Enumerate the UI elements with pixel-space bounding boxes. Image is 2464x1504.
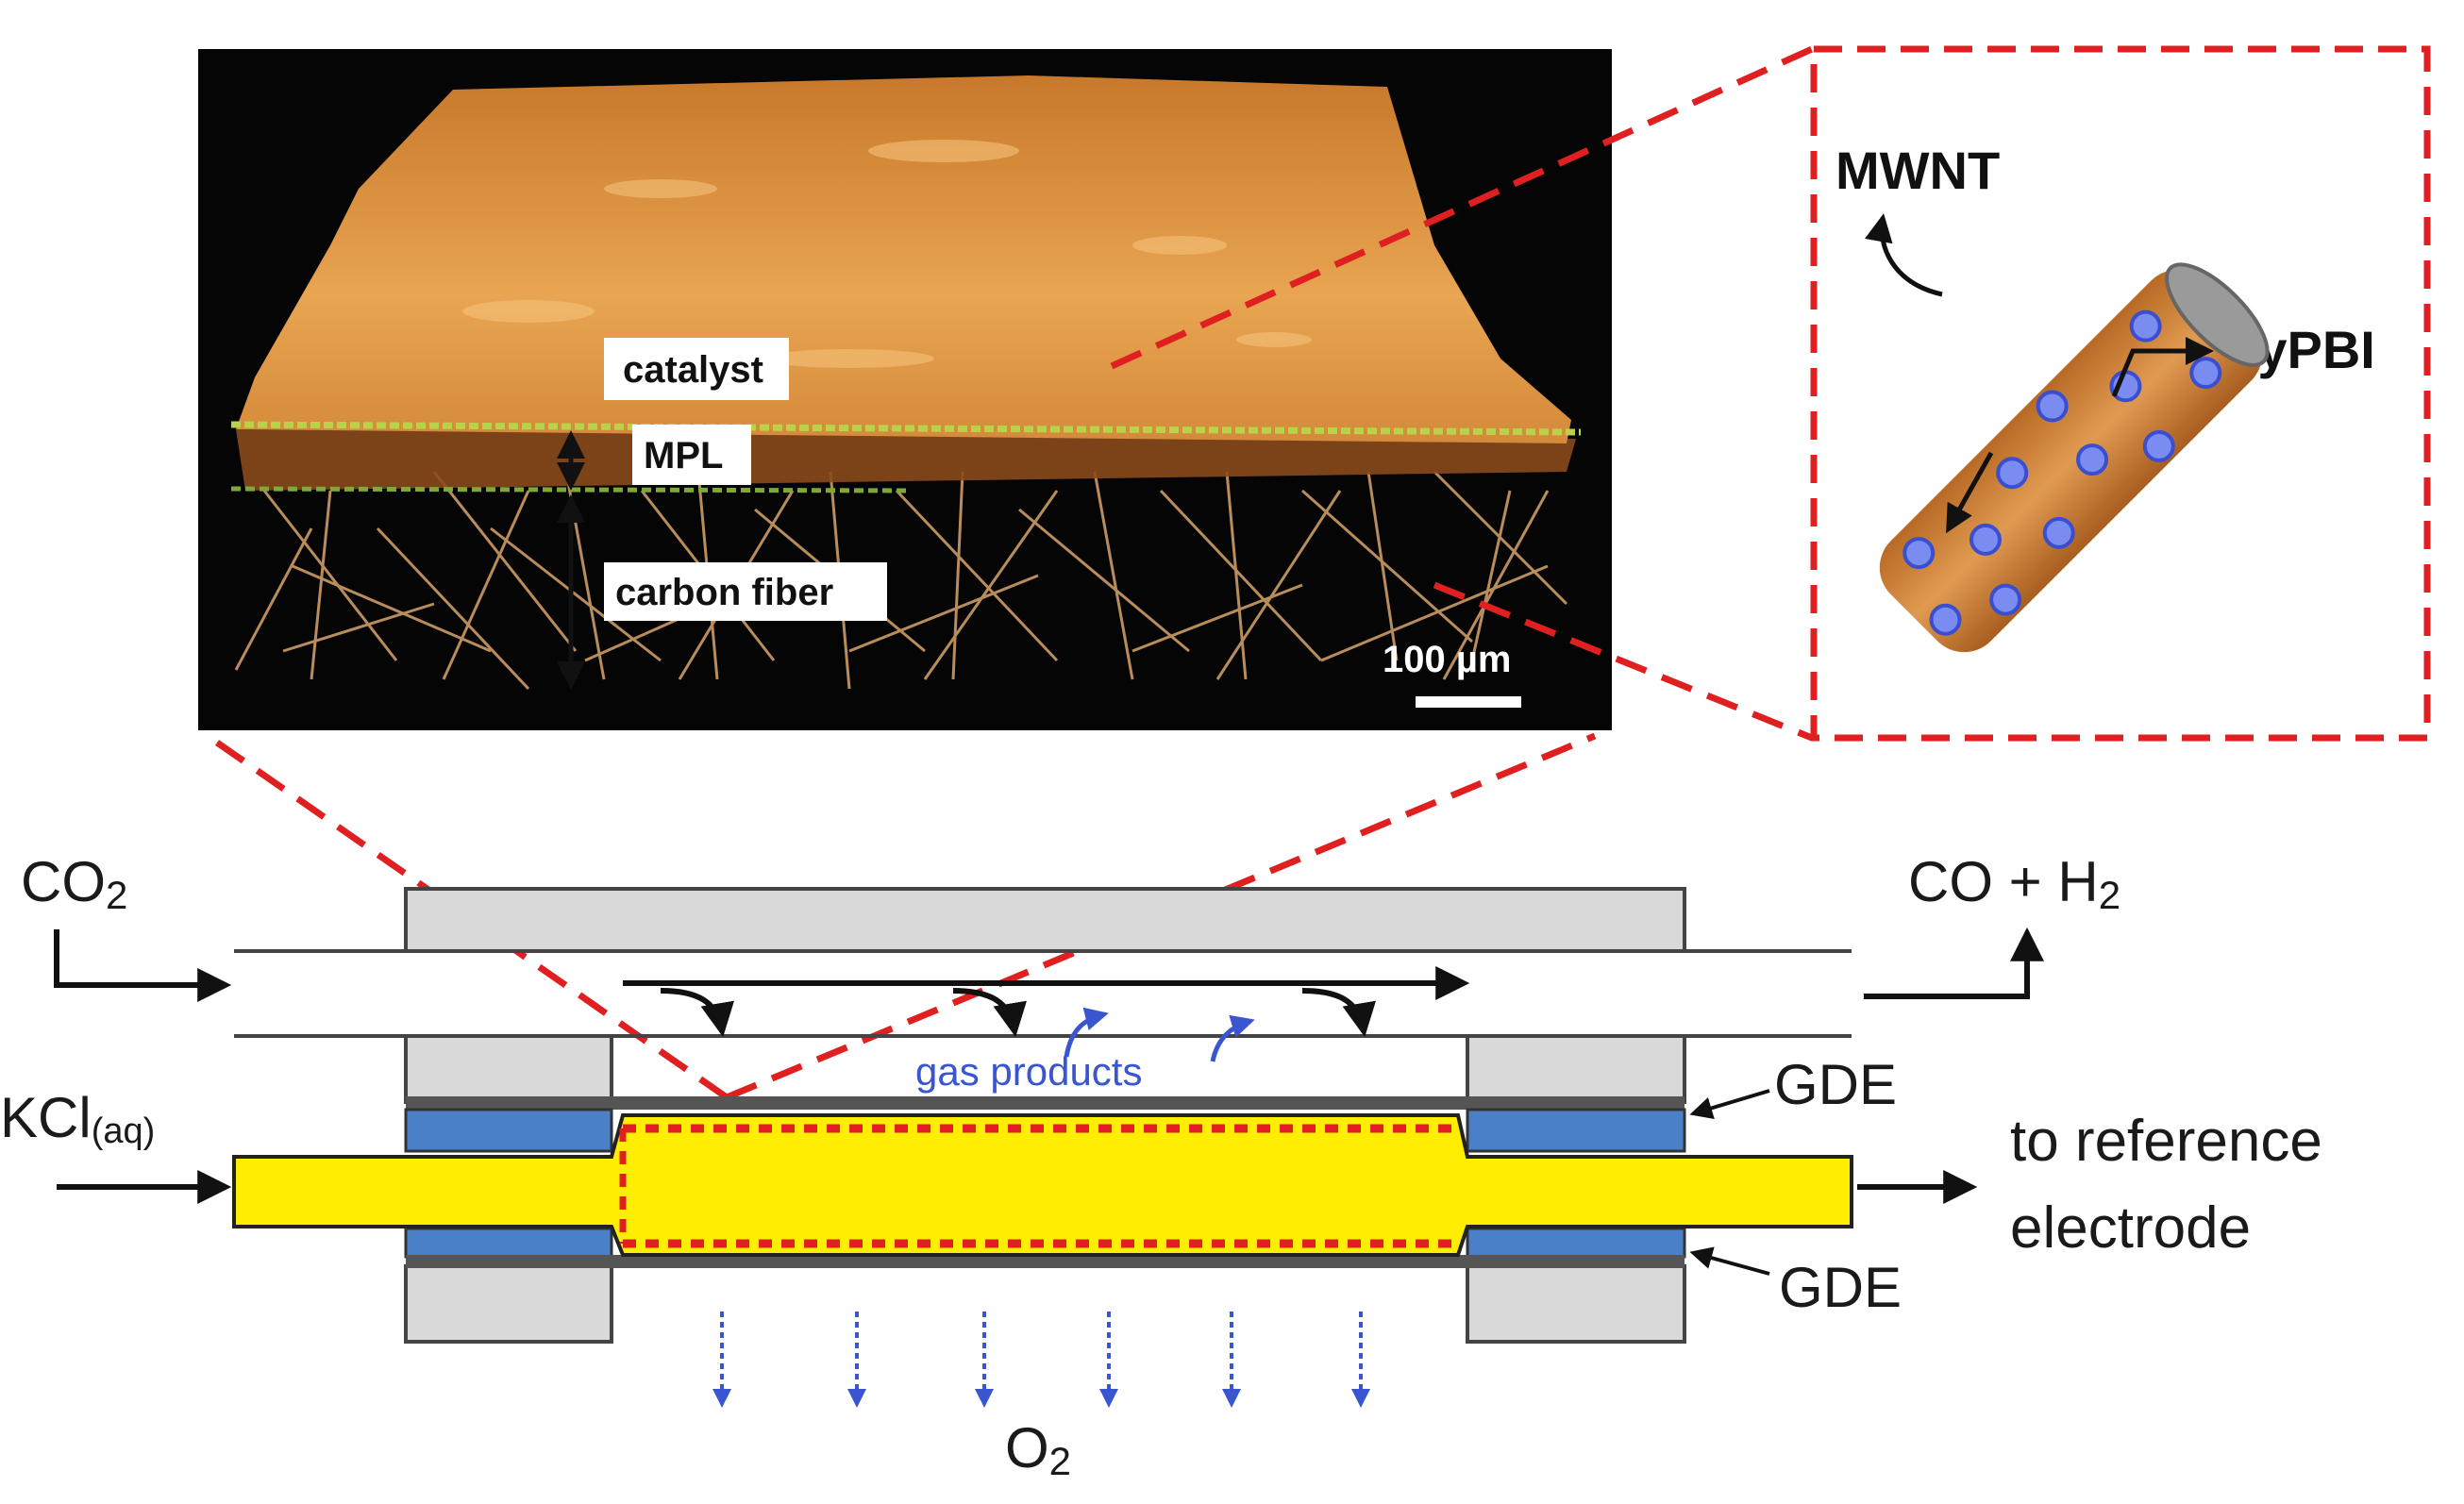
gde-top-dark-layer — [406, 1096, 1685, 1110]
gas-products-label: gas products — [915, 1049, 1142, 1094]
gde-bottom-dark-layer — [406, 1255, 1685, 1268]
electrolyte-channel — [232, 1113, 1853, 1257]
top-plate — [404, 887, 1686, 953]
co2-label-sub: 2 — [106, 873, 127, 917]
co-h2-label: CO + H2 — [1908, 850, 2120, 917]
mwnt-pointer-arrow — [1865, 213, 1943, 297]
mpl-label-box — [632, 425, 751, 485]
nanotube — [1879, 262, 2270, 653]
kcl-label: KCl(aq) — [0, 1086, 155, 1151]
carbon-fiber-label: carbon fiber — [615, 572, 833, 613]
oxygen-arrows — [712, 1312, 1370, 1408]
co-h2-label-main: CO + H — [1908, 850, 2099, 913]
left-gasket-top — [404, 1034, 613, 1104]
scale-bar — [1416, 696, 1521, 708]
gas-product-arrows — [1064, 1007, 1255, 1062]
co2-label-main: CO — [21, 850, 106, 913]
gde-top-label: GDE — [1774, 1053, 1897, 1116]
flow-cell — [54, 887, 2044, 1408]
pypbi-pointer-arrow — [2111, 337, 2214, 397]
oxygen-label-sub: 2 — [1049, 1439, 1071, 1483]
catalyst-surface — [236, 75, 1571, 443]
left-gasket-bottom — [404, 1264, 613, 1344]
reference-label-line1: to reference — [2010, 1109, 2322, 1174]
co2-inlet-arrow — [54, 929, 232, 1002]
gde-top-left-blue — [404, 1108, 613, 1153]
gde-top-right-blue — [1466, 1108, 1686, 1153]
catalyst-label: catalyst — [623, 349, 763, 391]
catalyst-label-box — [604, 338, 789, 400]
au-pointer-arrow — [1946, 451, 1994, 534]
co2-label: CO2 — [21, 850, 127, 917]
kcl-label-sub: (aq) — [92, 1111, 156, 1151]
gde-top-pointer — [1689, 1089, 1770, 1119]
right-gasket-top — [1466, 1034, 1686, 1104]
carbon-fiber-label-box — [604, 562, 887, 621]
mwnt-label: MWNT — [1835, 141, 2000, 200]
gold-nanoparticles — [1902, 309, 2222, 636]
gde-bottom-label: GDE — [1779, 1256, 1902, 1319]
scale-bar-label: 100 µm — [1383, 639, 1511, 680]
micrograph-panel: catalyst MPL carbon fiber 100 µm — [198, 49, 1612, 730]
catalyst-boundary-line — [230, 421, 1582, 436]
cell-labels: CO2 CO + H2 KCl(aq) gas products GDE GDE… — [0, 850, 2322, 1483]
mpl-label: MPL — [644, 435, 723, 476]
oxygen-label: O2 — [1005, 1416, 1071, 1483]
gas-diffusion-arrows — [660, 988, 1377, 1038]
co-h2-label-sub: 2 — [2099, 873, 2120, 917]
inset-panel: MWNT PyPBI Au — [1810, 45, 2431, 742]
kcl-label-main: KCl — [0, 1086, 92, 1149]
right-gasket-bottom — [1466, 1264, 1686, 1344]
reference-label-line2: electrode — [2010, 1195, 2251, 1261]
gde-bottom-left-blue — [404, 1227, 613, 1259]
surface-highlights — [462, 140, 1312, 368]
oxygen-label-main: O — [1005, 1416, 1049, 1479]
product-outlet-arrow — [1864, 927, 2044, 999]
gde-bottom-right-blue — [1466, 1227, 1686, 1259]
gde-bottom-pointer — [1689, 1246, 1770, 1276]
